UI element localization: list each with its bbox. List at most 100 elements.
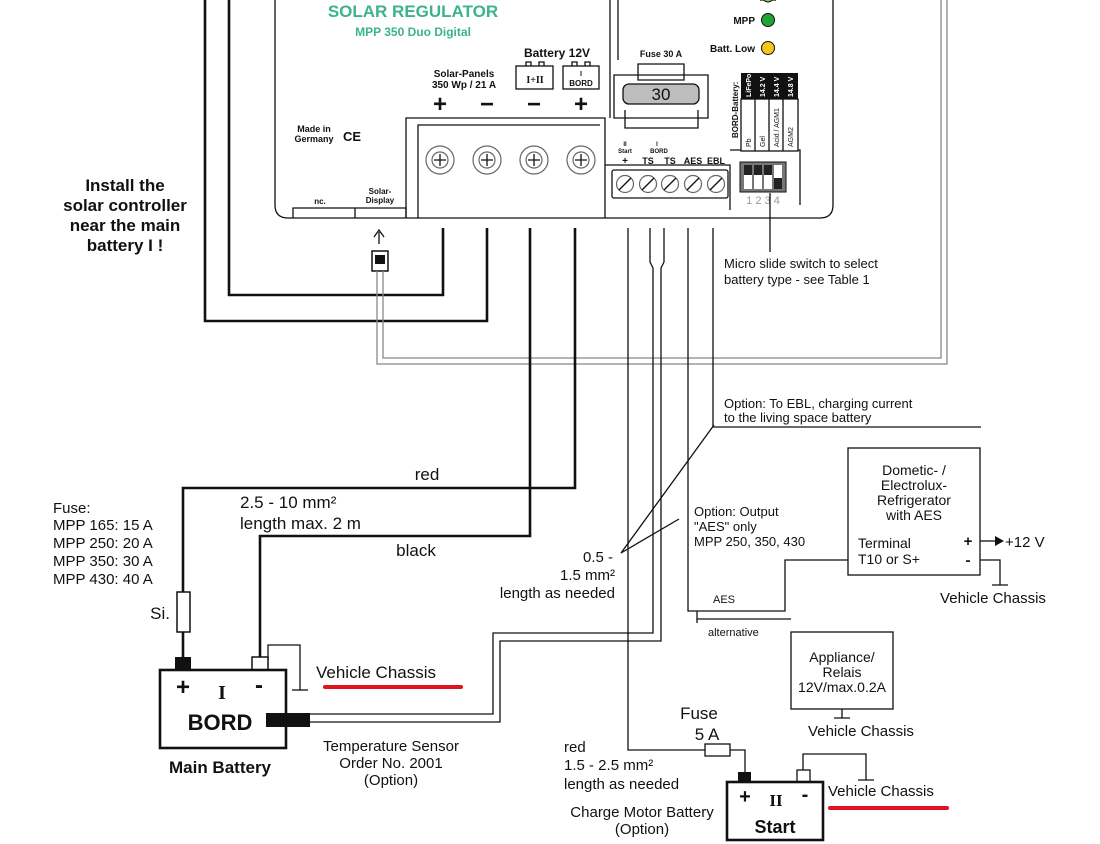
batt-volt-2: 14.2 V	[760, 76, 767, 97]
main-battery-roman: I	[218, 682, 226, 704]
main-cable-size-2: length max. 2 m	[240, 514, 361, 533]
solar-display-label-1: Solar-	[369, 187, 392, 196]
battery-minus: −	[527, 91, 541, 118]
solar-plus: +	[433, 91, 447, 118]
batt-type-3: Acid / AGM1	[774, 108, 781, 147]
batt-volt-3: 14.4 V	[774, 76, 781, 97]
start-battery-minus: -	[802, 784, 809, 806]
black-wire-label: black	[396, 541, 436, 560]
fridge-plus: +	[964, 533, 973, 550]
appliance-chassis-label: Vehicle Chassis	[808, 723, 914, 740]
terminal-ts-2: TS	[664, 156, 676, 166]
fuse-table-row-3: MPP 350: 30 A	[53, 553, 153, 570]
terminal-start-plus: +	[622, 156, 628, 167]
terminal-bord-label: BORD	[650, 149, 668, 155]
sensor-note-2: Order No. 2001	[339, 755, 442, 772]
display-arrow-icon	[373, 228, 385, 244]
install-note-1: Install the	[85, 176, 164, 195]
install-note-2: solar controller	[63, 196, 187, 215]
screw-battery-plus	[566, 145, 596, 175]
solar-minus: −	[480, 91, 494, 118]
start-battery: Fuse 5 A red 1.5 - 2.5 mm² length as nee…	[564, 704, 949, 842]
batt-type-4: AGM2	[788, 127, 795, 147]
ebl-note-2: to the living space battery	[724, 410, 872, 425]
main-battery-caption: Main Battery	[169, 758, 272, 777]
switch-numbers: 1 2 3 4	[746, 195, 780, 207]
fuse-table-row-1: MPP 165: 15 A	[53, 517, 153, 534]
red-wire-label: red	[415, 465, 440, 484]
aes-option-1: Option: Output	[694, 504, 779, 519]
batt-type-2: Gel	[760, 136, 767, 147]
ebl-note-1: Option: To EBL, charging current	[724, 396, 913, 411]
batt-low-led-label: Batt. Low	[710, 44, 755, 55]
germany-label: Germany	[294, 134, 333, 144]
terminal-start-label: Start	[618, 149, 632, 155]
batt-type-1: Pb	[746, 138, 753, 147]
battery-box-right-2: BORD	[569, 79, 593, 88]
charge-motor-label-1: Charge Motor Battery	[570, 804, 714, 821]
battery-box-right-1: I	[580, 71, 582, 78]
terminal-start-ii: II	[623, 142, 627, 148]
terminal-bord-i: I	[656, 142, 658, 148]
fridge-line-1: Dometic- /	[882, 462, 946, 478]
start-battery-name: Start	[754, 817, 795, 837]
solar-panels-label: Solar-Panels	[434, 69, 495, 80]
alternative-label: alternative	[708, 627, 759, 639]
battery-12v-label: Battery 12V	[524, 46, 590, 60]
start-cable-size-2: length as needed	[564, 776, 679, 793]
solar-regulator: SOLAR REGULATOR MPP 350 Duo Digital Made…	[274, 0, 834, 219]
terminal-aes: AES	[684, 156, 703, 166]
made-in-label: Made in	[297, 124, 331, 134]
batt-low-led-icon	[761, 41, 775, 55]
black-wire	[258, 228, 532, 660]
bord-battery-label: BORD-Battery:	[731, 82, 740, 138]
start-battery-plus: +	[739, 786, 751, 808]
fuse-30a-value: 30	[652, 85, 671, 104]
fuse-si-label: Si.	[150, 604, 170, 623]
appliance-line-2: Relais	[823, 664, 862, 680]
refrigerator-box: Dometic- / Electrolux- Refrigerator with…	[847, 447, 981, 576]
sensor-note-1: Temperature Sensor	[323, 738, 459, 755]
main-chassis-label: Vehicle Chassis	[316, 663, 436, 682]
terminal-ebl: EBL	[707, 156, 726, 166]
screw-solar-minus	[472, 145, 502, 175]
appliance-box: Appliance/ Relais 12V/max.0.2A	[790, 631, 894, 710]
battery-plus: +	[574, 91, 588, 118]
aes-wire-label: AES	[713, 594, 735, 606]
batt-volt-4: 14.8 V	[788, 76, 795, 97]
fuse-30a	[622, 83, 700, 105]
main-battery-minus: -	[255, 672, 263, 699]
red-wire	[181, 228, 577, 660]
install-note-3: near the main	[70, 216, 181, 235]
sensor-note-3: (Option)	[364, 772, 418, 789]
nc-label: nc.	[314, 197, 326, 206]
mpp-led-label: MPP	[733, 16, 755, 27]
regulator-model: MPP 350 Duo Digital	[355, 25, 471, 39]
appliance-line-1: Appliance/	[809, 649, 874, 665]
appliance-line-3: 12V/max.0.2A	[798, 679, 887, 695]
start-fuse	[704, 743, 731, 757]
rj-connector-icon	[371, 250, 389, 272]
fridge-terminal-2: T10 or S+	[858, 551, 920, 567]
micro-switch-note-1: Micro slide switch to select	[724, 256, 878, 271]
battery-type-table: BORD-Battery: Pb Gel Acid / AGM1 AGM2 Li…	[731, 73, 799, 152]
solar-panels-rating: 350 Wp / 21 A	[432, 80, 496, 91]
micro-slide-switch[interactable]: 1 2 3 4	[739, 161, 787, 207]
start-cable-size-1: 1.5 - 2.5 mm²	[564, 757, 653, 774]
aes-option-2: "AES" only	[694, 519, 757, 534]
temperature-sensor	[266, 713, 310, 727]
battery-box-left: I+II	[526, 75, 543, 86]
fridge-line-3: Refrigerator	[877, 492, 951, 508]
aes-option-3: MPP 250, 350, 430	[694, 534, 805, 549]
screw-solar-plus	[425, 145, 455, 175]
start-fuse-label-2: 5 A	[695, 725, 720, 744]
main-fuse	[176, 591, 191, 633]
fuse-table-row-2: MPP 250: 20 A	[53, 535, 153, 552]
batt-volt-1: LiFePo	[746, 74, 753, 97]
charge-motor-label-2: (Option)	[615, 821, 669, 838]
fuse-30a-label: Fuse 30 A	[640, 49, 683, 59]
fridge-12v-label: +12 V	[1005, 534, 1045, 551]
mpp-led-icon	[761, 13, 775, 27]
main-battery-name: BORD	[188, 710, 253, 735]
